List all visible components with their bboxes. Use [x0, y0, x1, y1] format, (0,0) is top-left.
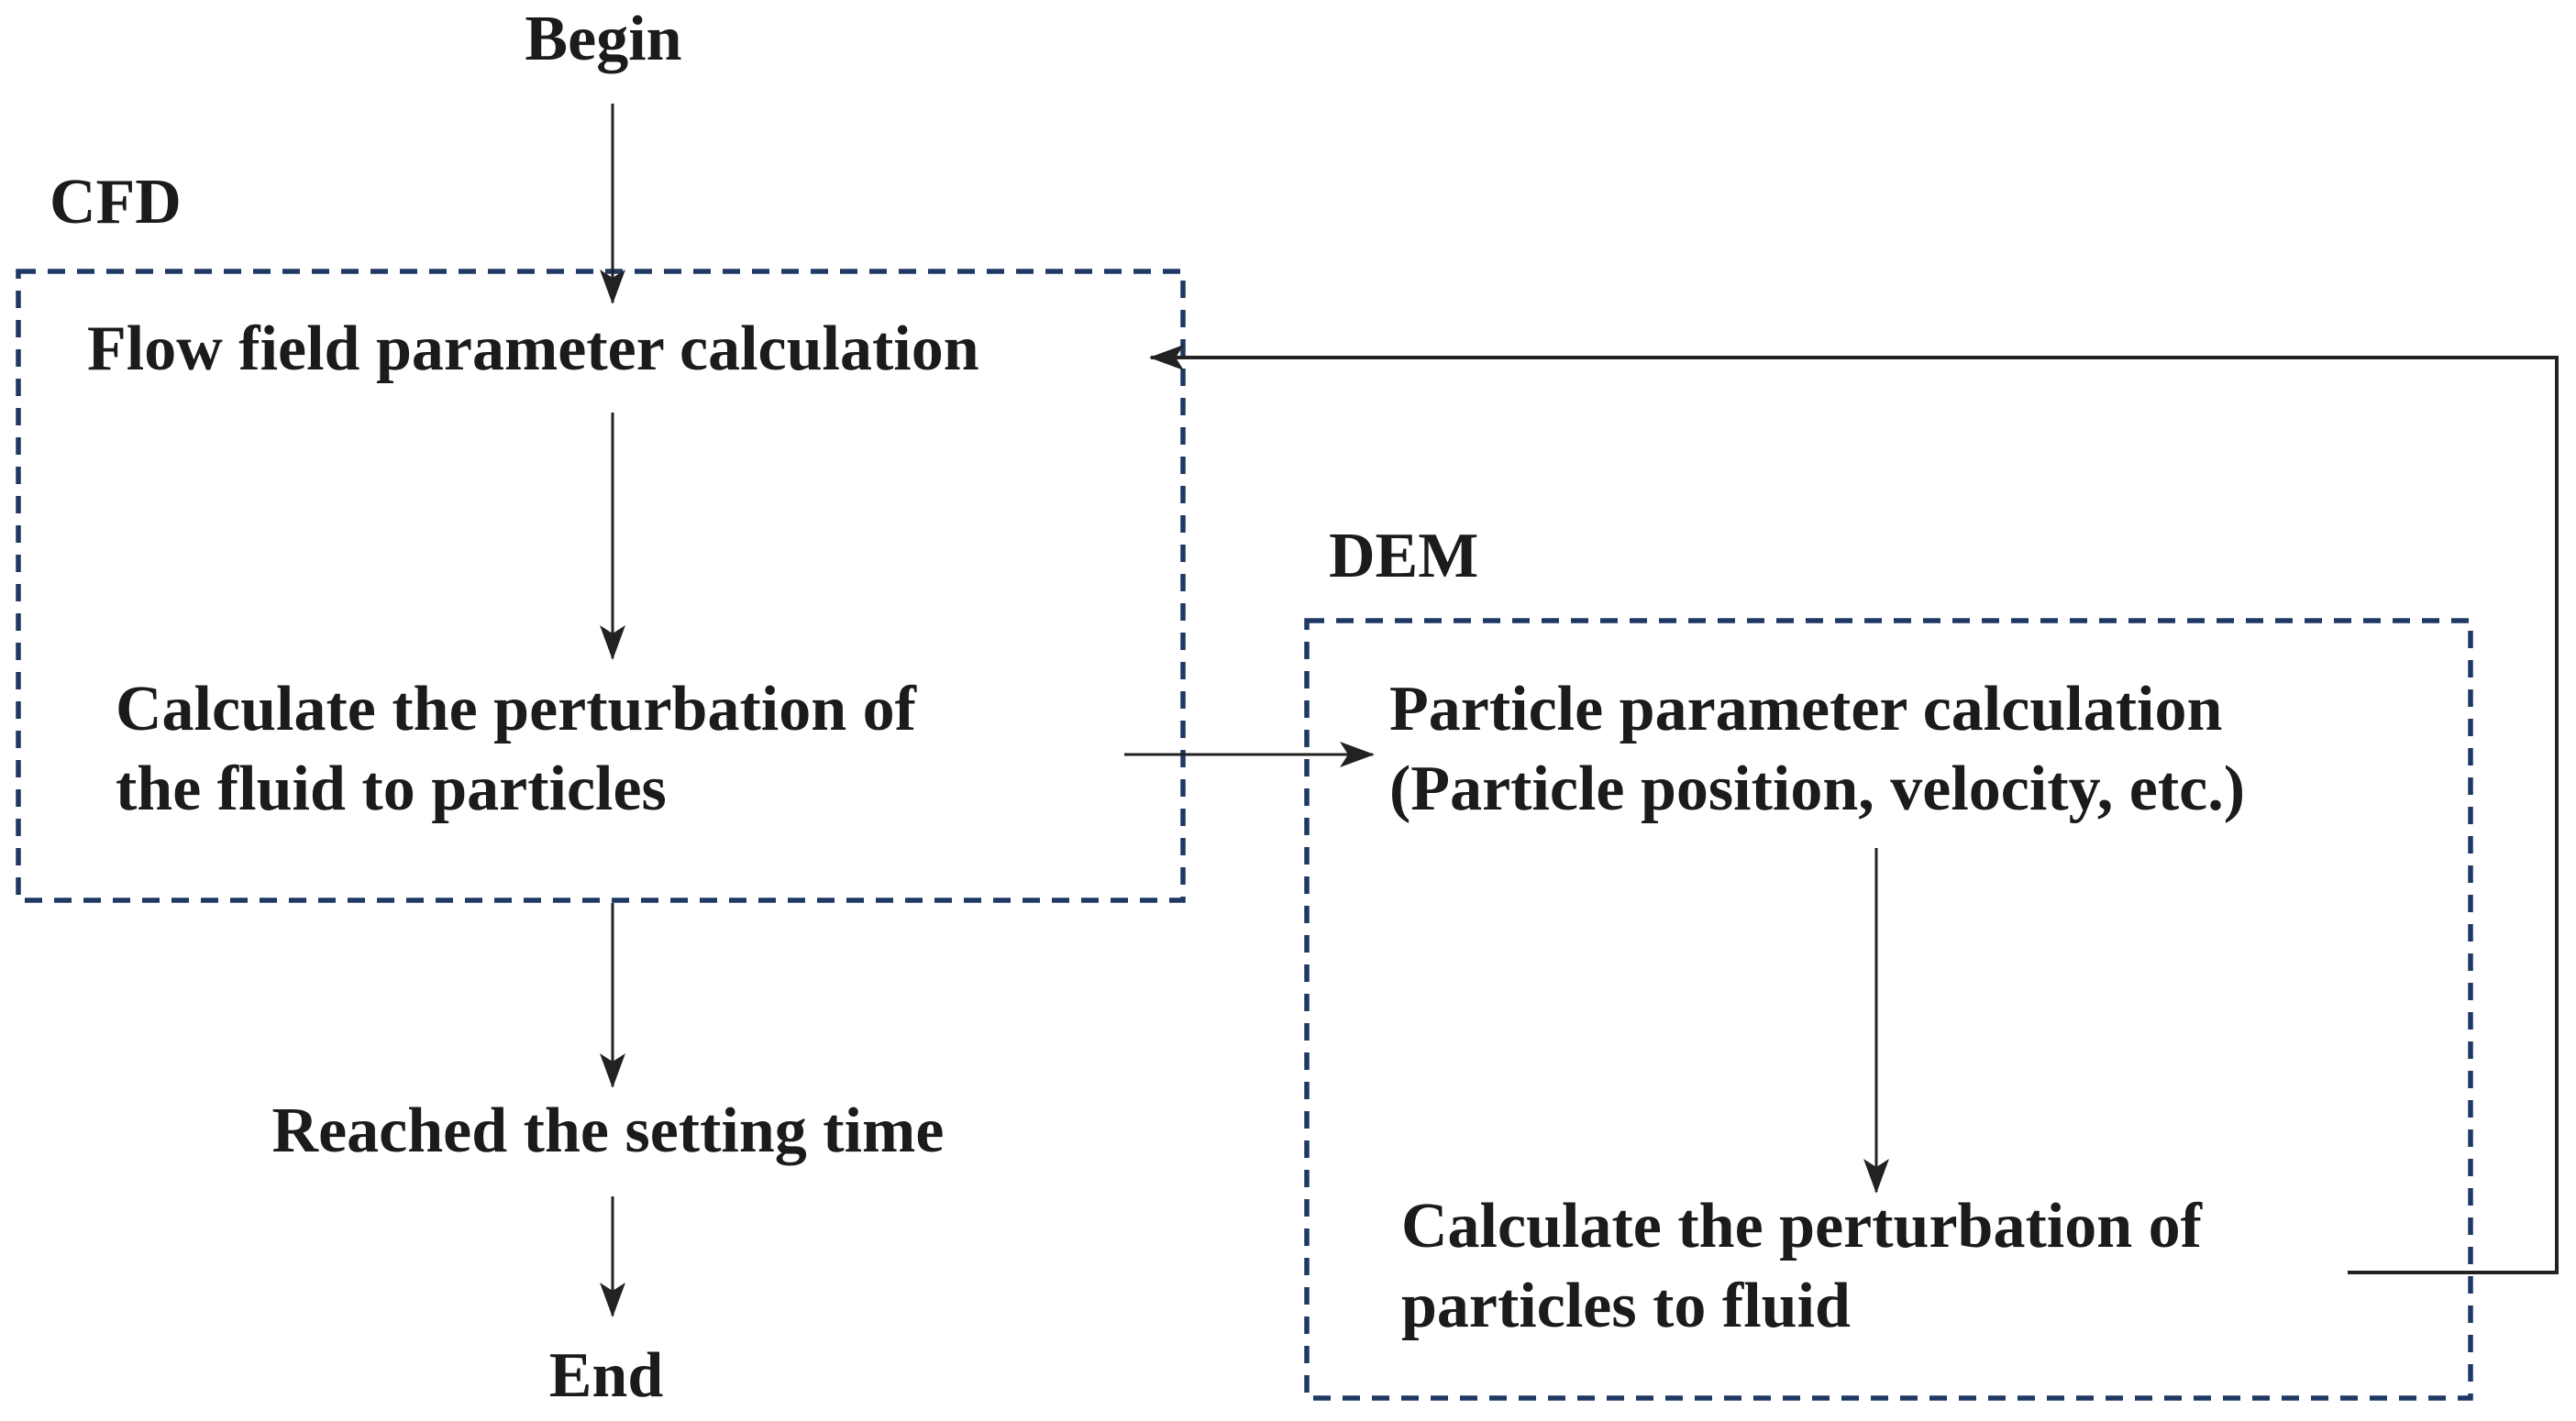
cfd-box	[16, 269, 1186, 903]
fluid-perturbation-line1: Calculate the perturbation of	[116, 674, 916, 744]
particle-perturbation-line1: Calculate the perturbation of	[1401, 1191, 2202, 1261]
fluid-perturbation-step: Calculate the perturbation of the fluid …	[116, 669, 916, 829]
fluid-perturbation-line2: the fluid to particles	[116, 754, 667, 824]
end-label: End	[548, 1340, 664, 1411]
particle-parameter-line2: (Particle position, velocity, etc.)	[1389, 754, 2246, 824]
particle-parameter-line1: Particle parameter calculation	[1389, 674, 2223, 744]
begin-label: Begin	[525, 4, 682, 74]
particle-parameter-step: Particle parameter calculation (Particle…	[1389, 669, 2245, 829]
dem-box	[1304, 618, 2473, 1401]
particle-perturbation-line2: particles to fluid	[1401, 1271, 1851, 1341]
dem-box-label: DEM	[1329, 521, 1479, 591]
particle-perturbation-step: Calculate the perturbation of particles …	[1401, 1186, 2202, 1346]
flow-field-step: Flow field parameter calculation	[87, 314, 979, 384]
cfd-box-label: CFD	[50, 167, 182, 237]
feedback-loop-arrow	[1149, 345, 2559, 1274]
reached-setting-time-step: Reached the setting time	[271, 1096, 945, 1166]
